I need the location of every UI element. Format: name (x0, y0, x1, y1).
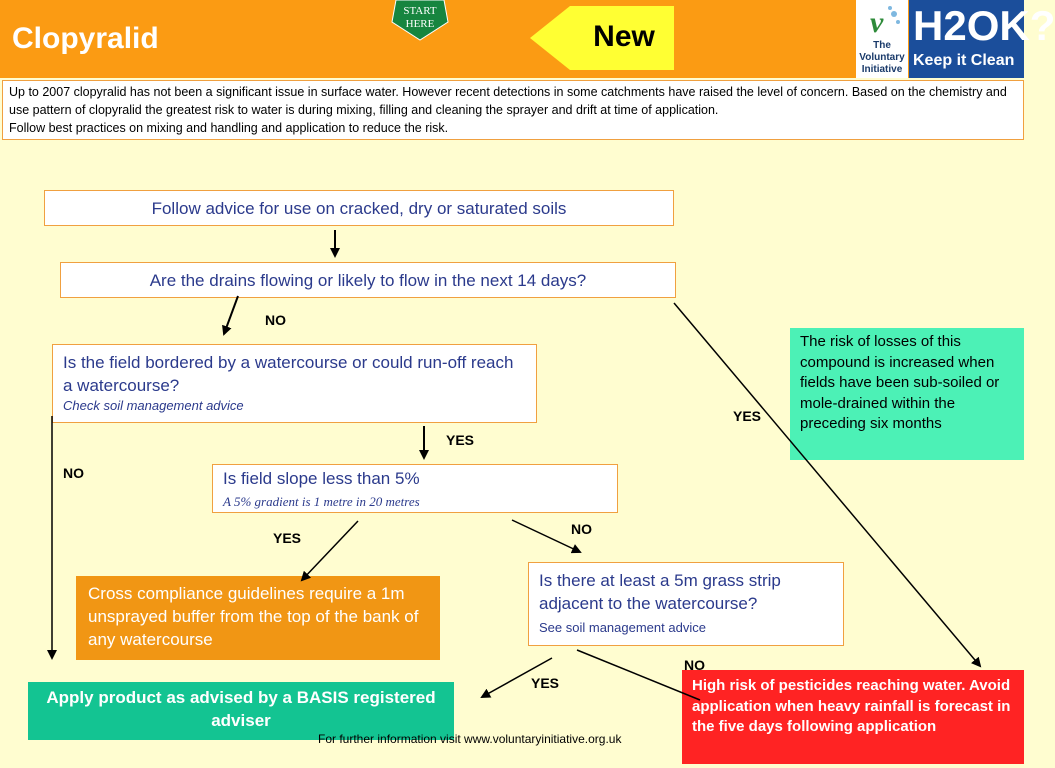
risk-note-text: The risk of losses of this compound is i… (800, 333, 1000, 432)
arrow-slope-yes (300, 520, 359, 582)
start-here-shape (391, 0, 449, 41)
apply-product-text: Apply product as advised by a BASIS regi… (46, 688, 436, 730)
question-watercourse-text: Is the field bordered by a watercourse o… (63, 353, 514, 395)
step-cracked-soils-text: Follow advice for use on cracked, dry or… (151, 199, 567, 218)
question-drains-text: Are the drains flowing or likely to flow… (149, 271, 587, 290)
label-strip-no: NO (684, 657, 705, 673)
cross-compliance-box: Cross compliance guidelines require a 1m… (76, 576, 440, 660)
question-drains: Are the drains flowing or likely to flow… (60, 262, 676, 298)
footer-link-text: For further information visit www.volunt… (318, 732, 622, 746)
voluntary-initiative-logo: v The Voluntary Initiative (856, 0, 908, 78)
question-watercourse: Is the field bordered by a watercourse o… (52, 344, 537, 423)
vi-logo-text: The Voluntary Initiative (859, 40, 905, 75)
intro-advice: Follow best practices on mixing and hand… (9, 121, 449, 135)
h2ok-logo-main: H2OK? (913, 2, 1055, 49)
question-slope: Is field slope less than 5% A 5% gradien… (212, 464, 618, 513)
question-watercourse-note: Check soil management advice (63, 398, 244, 413)
label-strip-yes: YES (531, 675, 560, 691)
arrow-slope-no (511, 519, 582, 554)
risk-note-box: The risk of losses of this compound is i… (790, 328, 1024, 460)
cross-compliance-text: Cross compliance guidelines require a 1m… (88, 584, 419, 649)
label-watercourse-yes: YES (446, 432, 475, 448)
start-here-label: START HERE (403, 5, 437, 30)
intro-paragraph: Up to 2007 clopyralid has not been a sig… (9, 85, 1007, 117)
question-grass-strip: Is there at least a 5m grass strip adjac… (528, 562, 844, 646)
label-drains-yes: YES (733, 408, 762, 424)
question-slope-note: A 5% gradient is 1 metre in 20 metres (223, 494, 420, 509)
svg-text:v: v (870, 6, 884, 39)
step-cracked-soils: Follow advice for use on cracked, dry or… (44, 190, 674, 226)
arrow-drains-no (222, 295, 239, 336)
label-drains-no: NO (265, 312, 286, 328)
question-grass-strip-note: See soil management advice (539, 620, 706, 635)
apply-product-box: Apply product as advised by a BASIS regi… (28, 682, 454, 740)
question-grass-strip-text: Is there at least a 5m grass strip adjac… (539, 571, 781, 613)
label-slope-no: NO (571, 521, 592, 537)
new-badge-shape (530, 6, 674, 70)
vi-leaf-icon: v (870, 6, 900, 39)
page-title: Clopyralid (12, 22, 159, 55)
high-risk-box: High risk of pesticides reaching water. … (682, 670, 1024, 764)
h2ok-logo: H2OK? Keep it Clean (909, 0, 1055, 78)
header-bar: Clopyralid START HERE New v The Voluntar… (0, 0, 1055, 78)
start-here-marker: START HERE (390, 0, 450, 41)
label-slope-yes: YES (273, 530, 302, 546)
h2ok-logo-tagline: Keep it Clean (913, 52, 1015, 69)
intro-text-box: Up to 2007 clopyralid has not been a sig… (2, 80, 1024, 140)
high-risk-text: High risk of pesticides reaching water. … (692, 677, 1011, 735)
question-slope-text: Is field slope less than 5% (223, 469, 420, 488)
new-badge: New (530, 6, 674, 70)
new-label: New (593, 20, 655, 53)
label-watercourse-no: NO (63, 465, 84, 481)
logo-area: v The Voluntary Initiative H2OK? Keep it… (856, 0, 1055, 78)
